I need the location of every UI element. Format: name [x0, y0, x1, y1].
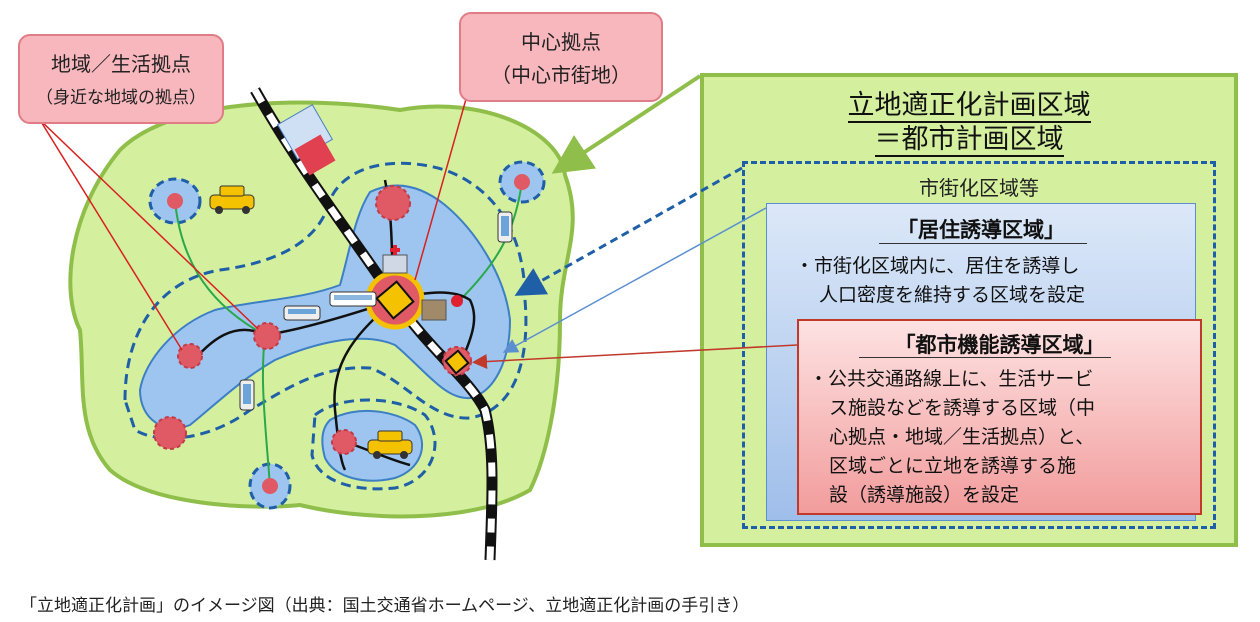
building-icon [276, 103, 336, 176]
hub-marker [167, 193, 183, 209]
legend-urban-function-box: 「都市機能誘導区域」 ・公共交通路線上に、生活サービ ス施設などを誘導する区域（… [797, 319, 1202, 515]
urban-function-desc-line: 設（誘導施設）を設定 [829, 484, 1020, 506]
store-icon [421, 299, 447, 321]
callout-center-line2: （中心市街地） [491, 63, 631, 87]
residential-desc-line: 人口密度を維持する区域を設定 [819, 284, 1086, 306]
residential-desc-line: ・市街化区域内に、居住を誘導し [795, 255, 1080, 277]
residential-title: 「居住誘導区域」 [897, 218, 1065, 242]
urbanization-outline-south [310, 398, 437, 491]
taxi-icon [209, 185, 255, 214]
callout-local-line1: 地域／生活拠点 [51, 52, 191, 76]
legend-title-line1: 立地適正化計画区域 [847, 90, 1091, 123]
tram-icon [329, 291, 377, 307]
hub-marker [177, 343, 203, 369]
hub-marker [375, 185, 411, 221]
urban-function-desc-line: 区域ごとに立地を誘導する施 [829, 455, 1077, 477]
callout-local-line2: （身近な地域の拠点） [36, 88, 206, 108]
callout-local-hub: 地域／生活拠点 （身近な地域の拠点） [18, 34, 224, 124]
urban-function-title: 「都市機能誘導区域」 [894, 333, 1105, 357]
callout-arrow [39, 119, 259, 330]
bus-route [174, 200, 266, 336]
bus-icon [283, 305, 321, 321]
bus-route [261, 334, 271, 487]
bus-icon [497, 211, 513, 243]
legend-title: 立地適正化計画区域 ＝都市計画区域 [704, 89, 1234, 157]
road [333, 299, 396, 471]
callout-central-hub: 中心拠点 （中心市街地） [459, 12, 663, 102]
bus-icon [239, 379, 255, 411]
hub-marker [451, 295, 463, 307]
hub-marker [331, 429, 357, 455]
railway-stripes [251, 88, 496, 561]
hub-marker [153, 416, 187, 450]
urban-function-desc-line: 心拠点・地域／生活拠点）と、 [829, 426, 1095, 448]
callout-arrow [414, 91, 469, 281]
urban-function-desc-line: ス施設などを誘導する区域（中 [829, 397, 1096, 419]
urban-function-desc-line: ・公共交通路線上に、生活サービ [809, 368, 1094, 390]
station-icon [444, 349, 470, 375]
urban-function-title-rule [859, 357, 1111, 358]
hospital-icon [382, 245, 408, 274]
legend-title-line2: ＝都市計画区域 [874, 124, 1064, 157]
hub-marker [253, 322, 281, 350]
callout-arrow [39, 119, 183, 351]
station-icon [375, 280, 415, 320]
hub-marker [514, 174, 530, 190]
callout-center-line1: 中心拠点 [521, 30, 601, 54]
urbanization-label: 市街化区域等 [919, 176, 1039, 200]
hub-marker [262, 478, 278, 494]
figure-caption: 「立地適正化計画」のイメージ図（出典：国土交通省ホームページ、立地適正化計画の手… [20, 596, 750, 616]
bus-route [459, 181, 523, 301]
taxi-icon [367, 430, 413, 459]
residential-title-rule [879, 243, 1087, 244]
